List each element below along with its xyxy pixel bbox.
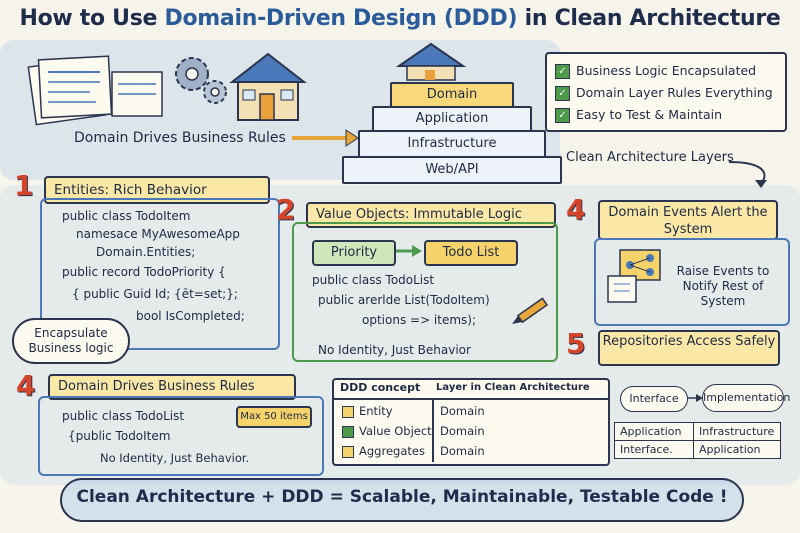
concept-divider (432, 398, 434, 462)
table-cell: Infrastructure (693, 422, 781, 441)
arrow-right-icon (396, 245, 422, 257)
arrow-right-icon (292, 129, 359, 147)
check-icon: ✓ (555, 86, 570, 101)
section4b-code-line: public class TodoList (62, 409, 185, 423)
section4b-code-line: No Identity, Just Behavior. (100, 451, 250, 465)
section1-heading: Entities: Rich Behavior (44, 176, 270, 204)
benefit-item: ✓Business Logic Encapsulated (555, 60, 777, 82)
section4a-heading: Domain Events Alert the System (598, 200, 778, 240)
section1-code-line: { public Guid Id; {ēt=set;}; (72, 287, 238, 301)
concept-row: Value Object (342, 424, 432, 438)
section4b-panel (38, 396, 324, 476)
section4a-number: 4 (566, 193, 586, 226)
concept-row-layer: Domain (440, 444, 485, 458)
event-diagram-icon (607, 249, 661, 303)
tier-infrastructure: Infrastructure (358, 130, 546, 158)
section4a-text: Raise Events to Notify Rest of System (676, 264, 770, 308)
documents-gears-house-illustration (27, 52, 307, 126)
title-mid: in (517, 6, 555, 31)
tier-webapi: Web/API (342, 156, 562, 184)
check-icon: ✓ (555, 64, 570, 79)
section1-code-line: bool IsCompleted; (136, 309, 245, 323)
table-cell: Application (693, 440, 781, 459)
benefit-item: ✓Domain Layer Rules Everything (555, 82, 777, 104)
title-suffix: Clean Architecture (554, 6, 781, 31)
title-highlight: Domain-Driven Design (DDD) (164, 6, 518, 31)
tier-domain: Domain (390, 82, 514, 108)
tier-application: Application (372, 106, 532, 132)
benefit-item: ✓Easy to Test & Maintain (555, 104, 777, 126)
page-title: How to Use Domain-Driven Design (DDD) in… (0, 6, 800, 31)
section4a-panel (594, 238, 790, 326)
implementation-cloud: Implementation (702, 384, 790, 412)
title-prefix: How to Use (19, 6, 165, 31)
section2-code-line: public class TodoList (312, 273, 435, 287)
section1-code-line: public class TodoItem (62, 209, 191, 223)
section5-number: 5 (566, 327, 586, 360)
concept-row-layer: Domain (440, 404, 485, 418)
footer-text: Clean Architecture + DDD = Scalable, Mai… (76, 487, 728, 507)
concept-row: Aggregates (342, 444, 425, 458)
section2-heading: Value Objects: Immutable Logic (306, 202, 556, 228)
section2-number: 2 (276, 193, 296, 226)
section1-code-line: Domain.Entities; (96, 245, 196, 259)
layers-caption: Clean Architecture Layers (566, 150, 734, 165)
layer-house-icon (395, 42, 467, 81)
documents-icon (27, 55, 163, 126)
interface-cloud: Interface (620, 386, 688, 412)
section4b-number: 4 (16, 369, 36, 402)
benefits-box: ✓Business Logic Encapsulated ✓Domain Lay… (545, 52, 787, 132)
section4b-code-line: {public TodoItem (68, 429, 171, 443)
section1-code-line: public record TodoPriority { (62, 265, 226, 279)
swatch-icon (342, 445, 354, 458)
section1-number: 1 (14, 169, 34, 202)
arrow-right-icon (687, 394, 703, 402)
gears-icon (175, 57, 227, 104)
concept-table-box (332, 378, 610, 466)
concept-row: Entity (342, 404, 393, 418)
section1-code-line: namesace MyAwesomeApp (76, 227, 240, 241)
todolist-chip: Todo List (424, 240, 518, 266)
section5-heading: Repositories Access Safely (598, 330, 780, 366)
section1-panel (40, 198, 280, 350)
encapsulate-bubble: Encapsulate Business logic (12, 318, 130, 364)
curved-arrow-icon (728, 161, 767, 188)
section2-code-line: public arerlde List(TodoItem) (318, 293, 490, 307)
swatch-icon (342, 425, 354, 438)
section2-footer: No Identity, Just Behavior (318, 343, 471, 357)
section2-code-line: options => items); (362, 313, 477, 327)
table-row: Interface.Application (614, 440, 781, 459)
concept-row-layer: Domain (440, 424, 485, 438)
swatch-icon (342, 405, 354, 418)
section4b-heading: Domain Drives Business Rules (48, 374, 296, 400)
table-cell: Interface. (614, 440, 694, 459)
domain-drives-arrow-label: Domain Drives Business Rules (74, 130, 286, 146)
footer-banner (60, 478, 744, 522)
section2-panel (292, 222, 558, 362)
priority-chip: Priority (312, 240, 396, 266)
table-cell: Application (614, 422, 694, 441)
check-icon: ✓ (555, 108, 570, 123)
concept-header-1: DDD concept (340, 381, 421, 394)
pencil-icon (512, 297, 549, 324)
house-icon (229, 52, 307, 121)
concept-divider (332, 398, 610, 400)
max-items-note: Max 50 items (236, 406, 312, 428)
concept-header-2: Layer in Clean Architecture (436, 382, 590, 393)
